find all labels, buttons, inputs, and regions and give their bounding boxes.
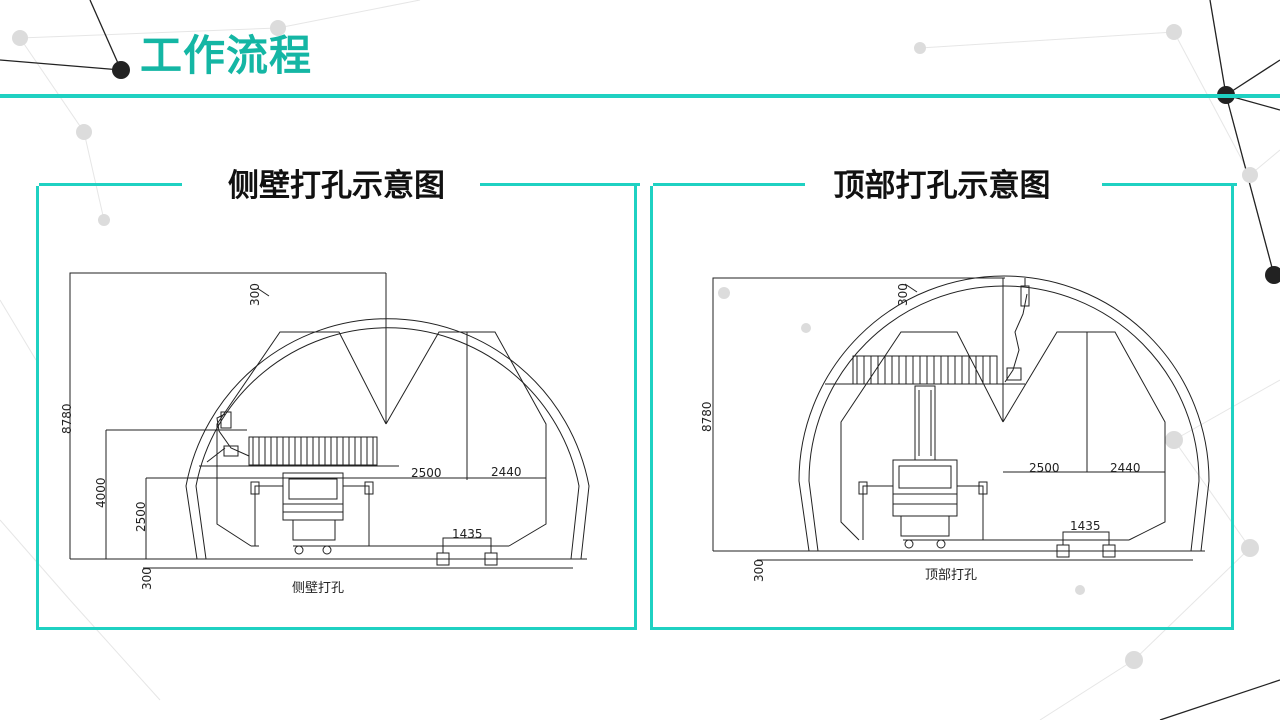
dim-2500-horizontal: 2500	[1029, 461, 1060, 475]
dim-8780: 8780	[700, 401, 714, 432]
dim-2500-vertical: 2500	[134, 501, 148, 532]
panel-heading: 侧壁打孔示意图	[228, 168, 445, 204]
dim-300-bottom: 300	[140, 567, 154, 590]
dim-300-top: 300	[248, 283, 262, 306]
panel-top-drilling: 顶部打孔示意图	[650, 168, 1237, 630]
dim-300-top: 300	[896, 283, 910, 306]
diagram-caption: 侧壁打孔	[292, 581, 344, 596]
panel-border-segment	[1102, 183, 1237, 186]
side-drilling-diagram: 8780 4000 2500 300 300 2500 2440 1435 侧壁…	[60, 272, 590, 596]
dim-1435: 1435	[1070, 519, 1101, 533]
panel-heading: 顶部打孔示意图	[833, 168, 1051, 204]
panel-border-segment	[653, 183, 805, 186]
panel-border-segment	[39, 183, 182, 186]
title-divider	[0, 94, 1280, 98]
panel-side-drilling: 侧壁打孔示意图	[36, 168, 640, 630]
dim-8780: 8780	[60, 403, 74, 434]
page-title: 工作流程	[140, 31, 313, 80]
dim-2440: 2440	[491, 465, 522, 479]
diagram-caption: 顶部打孔	[925, 568, 977, 583]
dim-2440: 2440	[1110, 461, 1141, 475]
dim-300-bottom: 300	[752, 559, 766, 582]
dim-4000: 4000	[94, 477, 108, 508]
top-drilling-diagram: 8780 300 300 2500 2440 1435 顶部打孔	[700, 275, 1210, 583]
dim-2500-horizontal: 2500	[411, 466, 442, 480]
dim-1435: 1435	[452, 527, 483, 541]
platform-hatching	[856, 356, 991, 384]
platform-hatching	[252, 437, 374, 465]
panel-border-segment	[480, 183, 640, 186]
